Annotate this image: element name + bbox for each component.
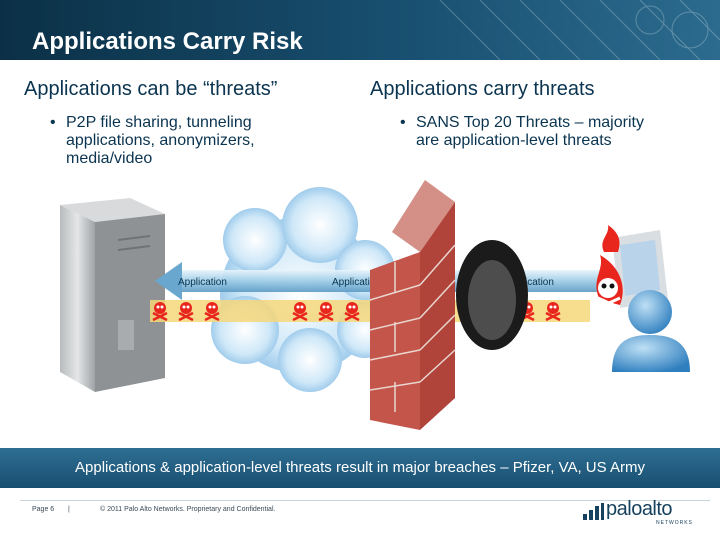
skull-icon <box>178 302 194 322</box>
left-bullet-line: P2P file sharing, tunneling <box>66 114 252 131</box>
logo-text: paloalto <box>606 498 673 520</box>
left-bullet-line: media/video <box>66 150 153 167</box>
skull-icon <box>292 302 308 322</box>
left-bullet: • P2P file sharing, tunneling applicatio… <box>50 114 255 168</box>
server-tower-icon <box>60 198 165 392</box>
bullet-dot: • <box>400 114 406 131</box>
skull-icon <box>545 302 561 322</box>
left-heading: Applications can be “threats” <box>24 78 278 100</box>
arrow-label: Application <box>178 277 227 288</box>
logo-subtext: NETWORKS <box>656 520 693 526</box>
right-bullet-line: SANS Top 20 Threats – majority <box>416 114 644 131</box>
slide-title: Applications Carry Risk <box>32 28 303 55</box>
footer-divider <box>20 500 710 501</box>
copyright-text: © 2011 Palo Alto Networks. Proprietary a… <box>100 506 276 513</box>
left-bullet-line: applications, anonymizers, <box>66 132 255 149</box>
skull-icon <box>344 302 360 322</box>
palo-alto-logo: paloalto NETWORKS <box>582 498 692 528</box>
title-bar: Applications Carry Risk <box>0 0 720 60</box>
threat-illustration: Application Application Application <box>60 180 690 430</box>
skull-icon <box>318 302 334 322</box>
skull-icon <box>204 302 220 322</box>
logo-mark-icon <box>583 503 604 520</box>
user-workstation-icon <box>596 225 690 372</box>
right-bullet: • SANS Top 20 Threats – majority are app… <box>400 114 644 150</box>
right-bullet-line: are application-level threats <box>416 132 612 149</box>
summary-banner: Applications & application-level threats… <box>0 448 720 488</box>
right-heading: Applications carry threats <box>370 78 595 100</box>
page-number: Page 6 <box>32 506 55 513</box>
header-pattern <box>439 0 720 60</box>
arrow-label: Application <box>505 277 554 288</box>
firewall-icon <box>369 180 528 430</box>
bullet-dot: • <box>50 114 56 131</box>
skull-icon <box>152 302 168 322</box>
footer-separator: | <box>68 506 70 513</box>
arrow-label: Application <box>332 277 381 288</box>
banner-text: Applications & application-level threats… <box>75 459 645 476</box>
